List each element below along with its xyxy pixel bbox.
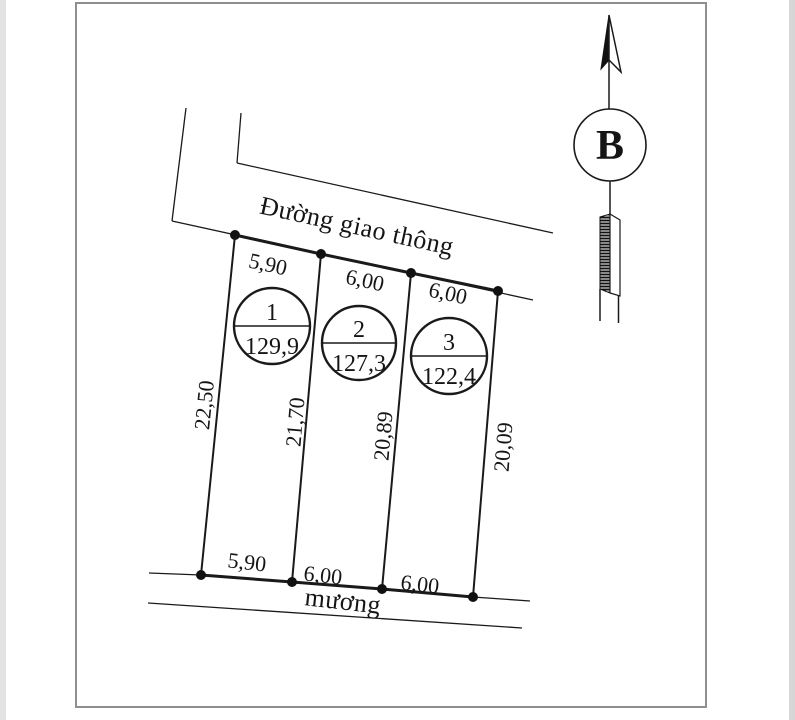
sheet-border-frame [75, 2, 707, 708]
plot-number-2: 2 [353, 317, 365, 343]
page-edge-left [0, 0, 6, 720]
dim-side-3: 20,89 [368, 410, 397, 461]
adjacent-boundary-line-right [236, 112, 242, 164]
north-ribbon-side-face [609, 212, 621, 297]
corner-dot [377, 584, 387, 594]
plot-area-1: 129,9 [245, 334, 299, 360]
road-upper-edge [236, 162, 554, 234]
plot-number-3: 3 [443, 330, 455, 356]
north-arrow: B [573, 14, 647, 323]
road-label: Đường giao thông [257, 191, 456, 261]
plot-bottom-edges [200, 573, 474, 599]
page-edge-right [789, 0, 795, 720]
corner-dot [406, 268, 416, 278]
corner-dot [493, 286, 503, 296]
ditch-lower-line [147, 602, 523, 629]
plot-side-line-3 [381, 272, 412, 590]
plot-side-line-4 [472, 290, 499, 598]
corner-dot [230, 230, 240, 240]
corner-dot [287, 577, 297, 587]
north-label: B [596, 123, 624, 169]
dim-top-3: 6,00 [427, 277, 470, 310]
dim-side-4: 20,09 [489, 421, 518, 472]
corner-dot [196, 570, 206, 580]
plot-side-line-2 [291, 253, 322, 583]
dim-side-2: 21,70 [280, 396, 309, 447]
dim-bottom-3: 6,00 [399, 569, 440, 598]
plot-area-3: 122,4 [422, 364, 476, 390]
corner-dot [468, 592, 478, 602]
plot-number-1: 1 [266, 300, 278, 326]
corner-dot [316, 249, 326, 259]
plot-area-2: 127,3 [332, 351, 386, 377]
north-arrowhead-filled-half [600, 14, 610, 71]
plot-side-line-1 [200, 234, 236, 576]
dim-top-1: 5,90 [247, 248, 290, 281]
plot-top-edges [234, 233, 499, 293]
dim-bottom-2: 6,00 [302, 560, 343, 589]
dim-bottom-1: 5,90 [226, 547, 267, 576]
dim-side-1: 22,50 [189, 379, 219, 431]
north-arrowhead-open-half [608, 14, 623, 75]
adjacent-boundary-line-left [171, 107, 187, 222]
dim-top-2: 6,00 [344, 264, 387, 297]
north-ribbon-hatched-face [599, 213, 611, 294]
